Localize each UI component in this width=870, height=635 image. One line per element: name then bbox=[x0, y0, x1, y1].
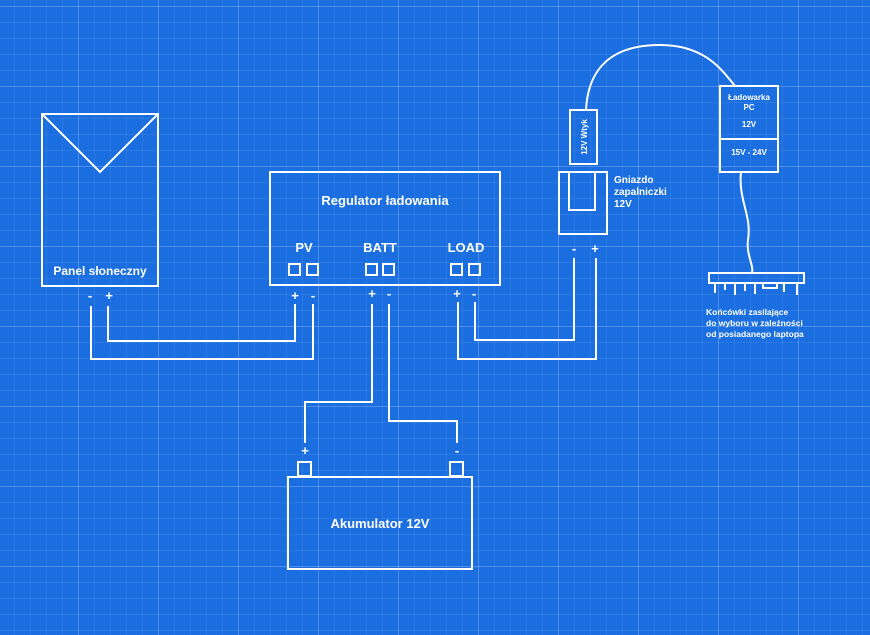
solar-panel-symbol bbox=[42, 114, 158, 174]
pc-charger: Ładowarka PC 12V 15V - 24V bbox=[719, 85, 779, 173]
regulator-pv-label: PV bbox=[295, 240, 313, 255]
charger-label-line1: Ładowarka bbox=[728, 93, 770, 102]
regulator-frame bbox=[269, 171, 501, 286]
connector-tips: Końcówki zasilające do wyboru w zależnoś… bbox=[706, 272, 805, 339]
wire-plug-to-charger bbox=[585, 43, 736, 111]
plug-label: 12V Wtyk bbox=[580, 119, 589, 155]
battery-frame bbox=[287, 476, 473, 570]
solar-panel: Panel słoneczny - + bbox=[41, 113, 159, 303]
plug: 12V Wtyk bbox=[569, 109, 598, 165]
socket-label-line3: 12V bbox=[614, 199, 632, 210]
battery-minus-terminal bbox=[449, 461, 464, 477]
charger-output-voltage: 15V - 24V bbox=[731, 148, 767, 157]
pv-plus-sign: + bbox=[291, 288, 299, 303]
load-plus-sign: + bbox=[453, 286, 461, 301]
tips-label-line2: do wyboru w zależności bbox=[706, 318, 803, 328]
batt-minus-sign: - bbox=[387, 286, 391, 301]
wire-load-plus bbox=[457, 258, 597, 360]
socket-plus-sign: + bbox=[591, 241, 599, 256]
regulator-load-label: LOAD bbox=[448, 240, 485, 255]
tip-6 bbox=[762, 282, 778, 289]
socket-frame bbox=[558, 171, 608, 235]
load-minus-sign: - bbox=[472, 286, 476, 301]
batt-terminal-1 bbox=[365, 263, 378, 276]
plug-frame bbox=[569, 109, 598, 165]
solar-panel-label: Panel słoneczny bbox=[53, 264, 147, 278]
battery-plus-terminal bbox=[297, 461, 312, 477]
regulator-title: Regulator ładowania bbox=[321, 193, 449, 208]
charge-regulator: Regulator ładowania PV BATT LOAD + - + -… bbox=[269, 171, 501, 303]
solar-panel-plus: + bbox=[105, 288, 113, 303]
wire-load-minus bbox=[474, 258, 575, 341]
load-terminal-1 bbox=[450, 263, 463, 276]
solar-panel-minus: - bbox=[88, 288, 92, 303]
socket-slot bbox=[568, 171, 596, 211]
wire-battery-minus bbox=[388, 304, 458, 443]
socket-minus-sign: - bbox=[572, 241, 576, 256]
battery-label: Akumulator 12V bbox=[331, 516, 430, 531]
pv-terminal-2 bbox=[306, 263, 319, 276]
tips-bar bbox=[708, 272, 805, 284]
solar-panel-frame bbox=[41, 113, 159, 287]
batt-plus-sign: + bbox=[368, 286, 376, 301]
wire-charger-to-tips bbox=[739, 171, 754, 274]
battery: + - Akumulator 12V bbox=[287, 443, 473, 570]
tips-label-line3: od posiadanego laptopa bbox=[706, 329, 804, 339]
socket: Gniazdo zapalniczki 12V - + bbox=[558, 171, 667, 256]
pv-minus-sign: - bbox=[311, 288, 315, 303]
tips-label-line1: Końcówki zasilające bbox=[706, 307, 788, 317]
socket-label-line2: zapalniczki bbox=[614, 187, 667, 198]
battery-minus-sign: - bbox=[455, 443, 459, 458]
pv-terminal-1 bbox=[288, 263, 301, 276]
socket-label-line1: Gniazdo bbox=[614, 175, 653, 186]
wire-panel-minus bbox=[90, 304, 314, 360]
wire-panel-plus bbox=[107, 304, 296, 342]
charger-input-voltage: 12V bbox=[742, 120, 757, 129]
charger-frame bbox=[719, 85, 779, 173]
load-terminal-2 bbox=[468, 263, 481, 276]
regulator-batt-label: BATT bbox=[363, 240, 397, 255]
charger-label-line2: PC bbox=[743, 103, 754, 112]
batt-terminal-2 bbox=[382, 263, 395, 276]
wire-battery-plus bbox=[304, 304, 373, 443]
battery-plus-sign: + bbox=[301, 443, 309, 458]
wires bbox=[90, 43, 754, 443]
